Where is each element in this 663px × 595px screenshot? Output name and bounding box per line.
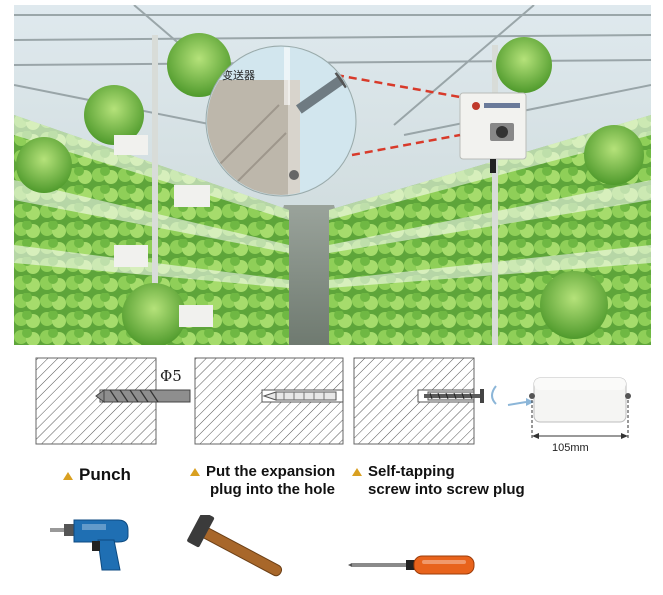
- hole-diameter-label: Φ5: [160, 367, 182, 385]
- step2-caption: Put the expansion plug into the hole: [190, 463, 335, 499]
- expansion-plug: [262, 391, 337, 401]
- greenhouse-illustration: 变送器: [14, 5, 651, 345]
- sign-text: 变送器: [222, 68, 255, 82]
- step1-diagram: [35, 357, 191, 445]
- bullet-triangle-icon: [63, 471, 73, 480]
- step3-label-line2: screw into screw plug: [368, 481, 525, 498]
- arrow-icon: [491, 385, 497, 405]
- bullet-triangle-icon: [190, 468, 200, 477]
- screw: [424, 389, 484, 403]
- hammer-icon: [180, 494, 290, 590]
- step3-caption: Self-tapping screw into screw plug: [352, 463, 525, 499]
- step1-caption: Punch: [63, 466, 131, 484]
- drill-icon: [48, 514, 138, 579]
- screwdriver-icon: [348, 550, 478, 585]
- step4-diagram: [507, 377, 631, 440]
- step2-diagram: [194, 357, 344, 445]
- device-width-label: 105mm: [552, 442, 589, 454]
- step2-label-line1: Put the expansion: [206, 463, 336, 480]
- bullet-triangle-icon: [352, 468, 362, 477]
- greenhouse-photo: 变送器: [14, 5, 651, 345]
- step2-label-line2: plug into the hole: [210, 481, 335, 498]
- step1-label: Punch: [79, 465, 131, 484]
- drill-bit: [95, 389, 191, 403]
- magnifier-inset: 变送器: [205, 45, 357, 197]
- step3-diagram: [353, 357, 497, 445]
- leader-lines: [335, 73, 461, 157]
- step3-label-line1: Self-tapping: [368, 463, 455, 480]
- sensor-device: [459, 92, 527, 173]
